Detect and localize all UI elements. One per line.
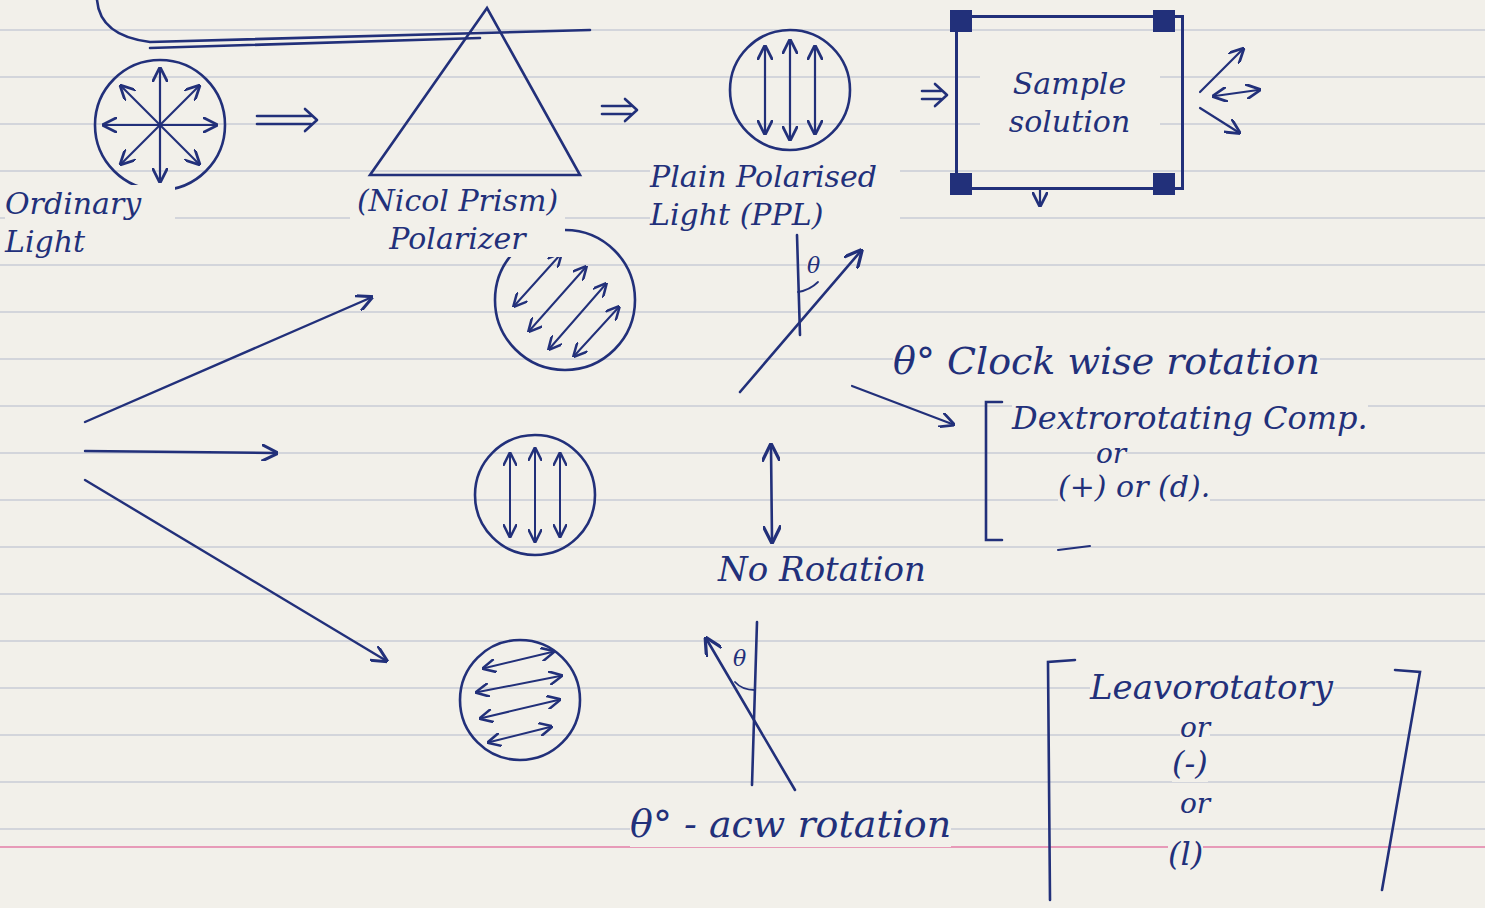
tilted-vibrations-acw	[478, 652, 560, 742]
top-underline	[150, 38, 480, 48]
angle-symbol: θ	[733, 646, 746, 671]
connector-word: or	[1180, 788, 1210, 820]
double-arrow	[602, 99, 637, 121]
box-corners	[950, 10, 1175, 195]
top-bracket	[97, 0, 590, 42]
rotated-plane-2	[707, 640, 795, 790]
node-text: Ordinary Light	[5, 185, 175, 260]
bracket-right	[1382, 670, 1420, 890]
compound-type: Dextrorotating Comp.	[1012, 400, 1368, 437]
reference-line-2	[752, 622, 757, 785]
light-label-node: Ordinary Light	[5, 55, 249, 280]
angle-symbol: θ	[807, 253, 820, 278]
connector-word: or	[1096, 438, 1126, 470]
sign-notation: (-)	[1172, 745, 1208, 782]
bracket	[986, 402, 1002, 540]
angle-arc-2	[735, 682, 755, 690]
inactive-circle	[475, 435, 595, 555]
node-text: Plain Polarised Light (PPL)	[650, 158, 900, 233]
laevo-circle	[460, 640, 580, 760]
rotation-note: θ° Clock wise rotation	[893, 340, 1320, 384]
rotation-note: θ° - acw rotation	[630, 803, 951, 847]
rotation-note: No Rotation	[718, 550, 926, 589]
double-arrow	[922, 84, 947, 106]
nicol-prism	[370, 8, 580, 175]
branch-lines	[85, 298, 385, 660]
ppl-label-node: Plain Polarised Light (PPL)	[645, 25, 914, 240]
rotated-plane	[740, 252, 860, 392]
sign-notation: (l)	[1168, 836, 1203, 873]
node-text: Sample solution	[980, 65, 1160, 140]
vertical-vibrations-2	[510, 450, 560, 540]
angle-arc	[798, 282, 818, 292]
node-text: (Nicol Prism) Polarizer	[350, 182, 565, 257]
dash	[1058, 546, 1090, 550]
double-arrow	[257, 109, 317, 131]
unrotated-plane	[771, 447, 772, 540]
prism-label-node: (Nicol Prism) Polarizer	[325, 0, 594, 265]
pointer-arrow	[852, 386, 952, 424]
reference-line	[797, 235, 800, 335]
connector-word: or	[1180, 712, 1210, 744]
random-vibrations	[105, 70, 215, 180]
compound-type: Leavorotatory	[1090, 668, 1333, 707]
ruled-lines	[0, 30, 1485, 829]
bracket-left	[1048, 660, 1075, 900]
sign-notation: (+) or (d).	[1058, 470, 1210, 505]
unpolarised-light-circle	[95, 60, 225, 190]
tilted-vibrations-cw	[515, 255, 618, 355]
vertical-vibrations	[765, 42, 815, 138]
sample-box: Sample solution	[955, 15, 1184, 190]
ppl-circle	[730, 30, 850, 150]
